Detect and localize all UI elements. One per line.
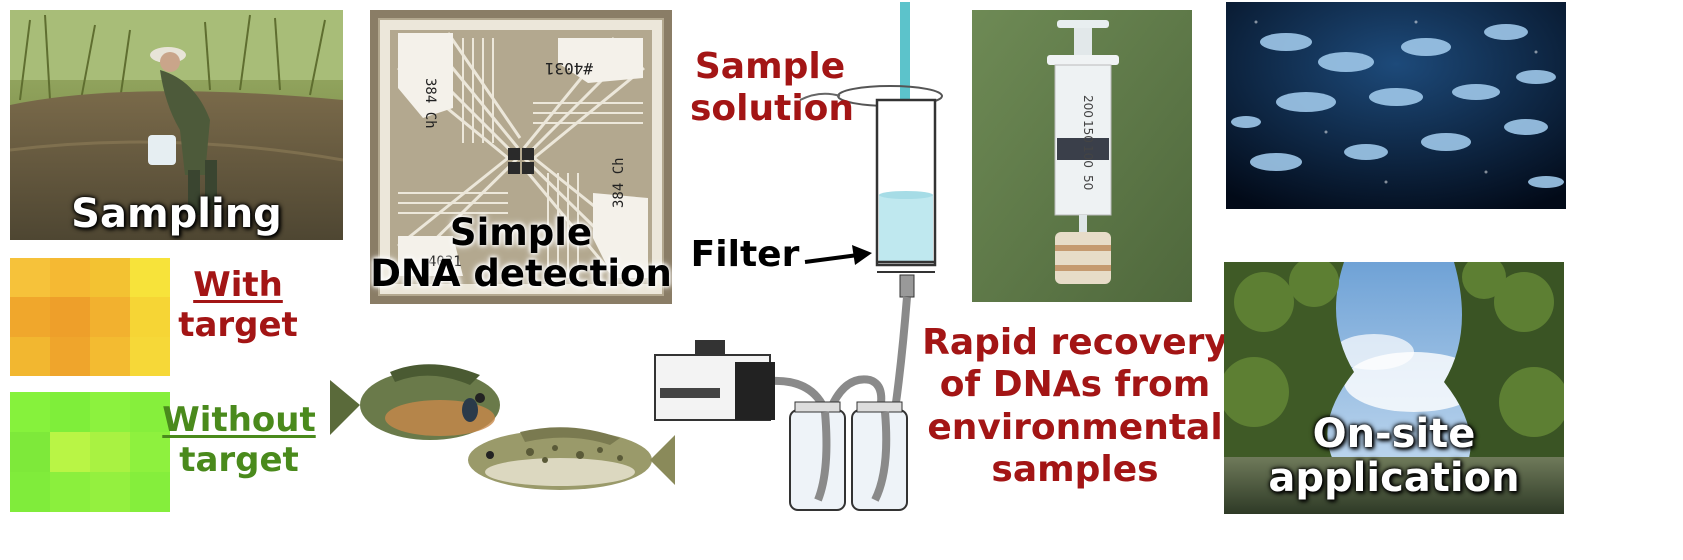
onsite-photo: On-site application	[1224, 262, 1564, 514]
sampling-scene-illustration	[10, 10, 343, 240]
dna-chip-photo: 384 Ch #4031 384 Ch 4031 Simple DNA dete…	[368, 8, 674, 306]
syringe-illustration: 200 150 100 50	[972, 10, 1192, 302]
fish-school-illustration	[1226, 2, 1566, 209]
chip-top-text: #4031	[545, 59, 593, 78]
syringe-mark-150: 150	[1081, 120, 1095, 143]
recovery-line3: environmental	[927, 406, 1223, 448]
right-arrow-icon	[852, 245, 872, 265]
rapid-recovery-label: Rapid recovery of DNAs from environmenta…	[920, 322, 1230, 492]
with-target-label: With target	[178, 265, 298, 345]
bluegill-fish-icon	[330, 364, 500, 440]
syringe-mark-100: 100	[1081, 145, 1095, 168]
sample-solution-line2: solution	[690, 88, 855, 130]
sample-solution-line1: Sample	[694, 46, 846, 87]
sample-solution-label: Sample solution	[690, 46, 855, 131]
flow-arrow-shaft	[900, 2, 910, 142]
heatmap-without-target	[10, 392, 170, 512]
fish-school-photo	[1226, 2, 1566, 209]
recovery-line2: of DNAs from	[939, 364, 1211, 406]
heatmap-with-target	[10, 258, 170, 376]
filter-pointer-line	[804, 253, 859, 264]
with-target-line2: target	[178, 305, 298, 346]
with-target-line1: With	[193, 265, 283, 305]
onsite-label: On-site application	[1224, 412, 1564, 500]
without-target-line1: Without	[162, 400, 316, 440]
onsite-line1: On-site	[1312, 411, 1476, 457]
without-target-line2: target	[179, 440, 299, 481]
without-target-label: Without target	[160, 400, 318, 480]
chip-bottom-text: 4031	[428, 254, 462, 270]
syringe-photo: 200 150 100 50	[972, 10, 1192, 302]
syringe-mark-50: 50	[1081, 175, 1095, 190]
filtration-apparatus	[654, 2, 943, 511]
sampling-label: Sampling	[71, 191, 282, 237]
river-scene-illustration	[1224, 262, 1564, 514]
detection-line2: DNA detection	[370, 251, 672, 295]
filter-label: Filter	[690, 234, 800, 275]
chip-illustration: 384 Ch #4031 384 Ch 4031	[370, 10, 672, 304]
collection-bottles-icon	[789, 401, 908, 511]
recovery-line4: samples	[991, 449, 1159, 491]
onsite-line2: application	[1268, 455, 1520, 501]
fish-illustration	[330, 364, 675, 490]
syringe-mark-200: 200	[1081, 95, 1095, 118]
detection-line1: Simple	[449, 211, 593, 254]
detection-label: Simple DNA detection	[368, 211, 674, 295]
chip-left-text: 384 Ch	[422, 78, 438, 129]
chip-right-text: 384 Ch	[611, 157, 627, 208]
recovery-line1: Rapid recovery	[922, 322, 1228, 363]
vacuum-pump-icon	[654, 340, 775, 421]
sampling-photo: Sampling	[10, 10, 343, 240]
bass-fish-icon	[468, 427, 675, 490]
